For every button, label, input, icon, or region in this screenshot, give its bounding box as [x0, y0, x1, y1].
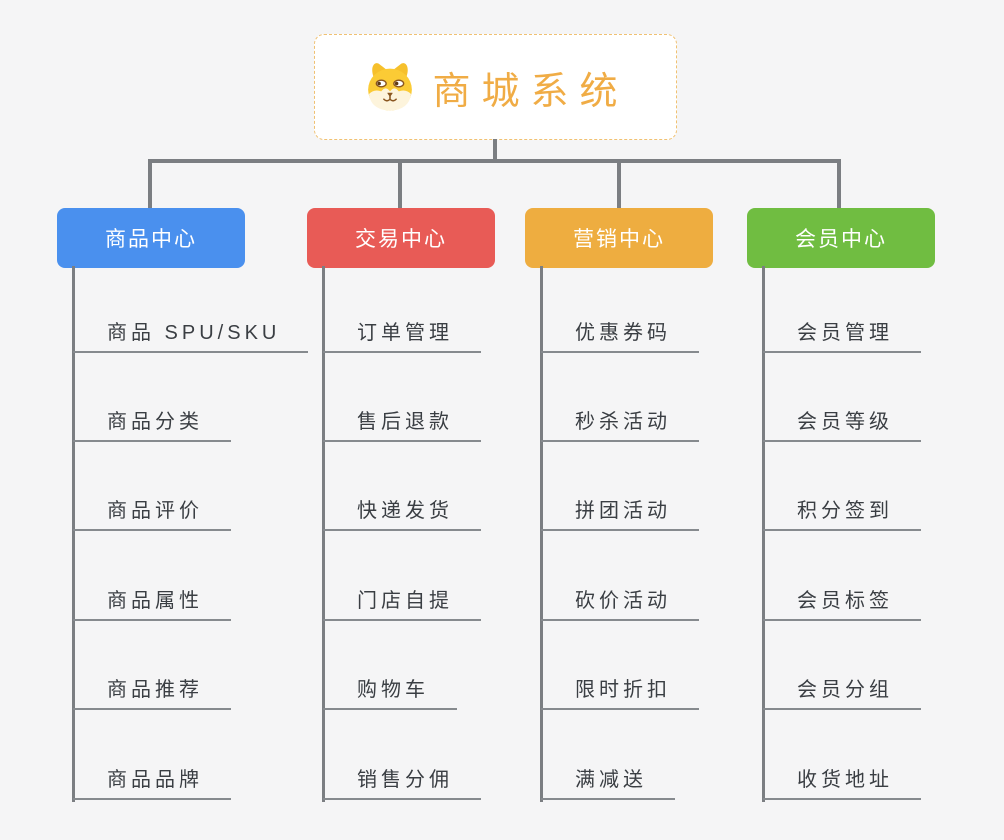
subtopic-item[interactable]: 会员分组: [763, 674, 921, 710]
subtopic-item[interactable]: 商品推荐: [73, 674, 231, 710]
branch-line-marketing: [540, 266, 543, 802]
subtopic-item[interactable]: 订单管理: [323, 317, 481, 353]
connector-drop-product: [148, 159, 152, 210]
branch-member-center[interactable]: 会员中心: [747, 208, 935, 268]
root-topic[interactable]: 商城系统: [314, 34, 677, 140]
subtopic-item[interactable]: 商品 SPU/SKU: [73, 317, 309, 353]
subtopic-item[interactable]: 售后退款: [323, 406, 481, 442]
subtopic-item[interactable]: 限时折扣: [541, 674, 699, 710]
subtopic-item[interactable]: 商品评价: [73, 495, 231, 531]
connector-drop-member: [837, 159, 841, 210]
dog-face-icon: [368, 63, 413, 111]
subtopic-item[interactable]: 购物车: [323, 674, 457, 710]
root-title: 商城系统: [432, 70, 629, 113]
subtopic-item[interactable]: 收货地址: [763, 764, 921, 800]
branch-line-member: [762, 266, 765, 802]
subtopic-item[interactable]: 会员标签: [763, 585, 921, 621]
branch-product-center[interactable]: 商品中心: [57, 208, 245, 268]
branch-marketing-center[interactable]: 营销中心: [525, 208, 713, 268]
subtopic-item[interactable]: 满减送: [541, 764, 675, 800]
subtopic-item[interactable]: 门店自提: [323, 585, 481, 621]
subtopic-item[interactable]: 拼团活动: [541, 495, 699, 531]
connector-drop-marketing: [617, 159, 621, 210]
connector-drop-trade: [398, 159, 402, 210]
subtopic-item[interactable]: 积分签到: [763, 495, 921, 531]
branch-line-product: [72, 266, 75, 802]
subtopic-item[interactable]: 会员管理: [763, 317, 921, 353]
branch-trade-center[interactable]: 交易中心: [307, 208, 495, 268]
subtopic-item[interactable]: 砍价活动: [541, 585, 699, 621]
subtopic-item[interactable]: 商品属性: [73, 585, 231, 621]
subtopic-item[interactable]: 优惠券码: [541, 317, 699, 353]
connector-root-stem: [493, 139, 497, 161]
connector-horizontal-bar: [148, 159, 841, 163]
subtopic-item[interactable]: 商品品牌: [73, 764, 231, 800]
subtopic-item[interactable]: 销售分佣: [323, 764, 481, 800]
subtopic-item[interactable]: 会员等级: [763, 406, 921, 442]
subtopic-item[interactable]: 秒杀活动: [541, 406, 699, 442]
subtopic-item[interactable]: 快递发货: [323, 495, 481, 531]
branch-line-trade: [322, 266, 325, 802]
subtopic-item[interactable]: 商品分类: [73, 406, 231, 442]
